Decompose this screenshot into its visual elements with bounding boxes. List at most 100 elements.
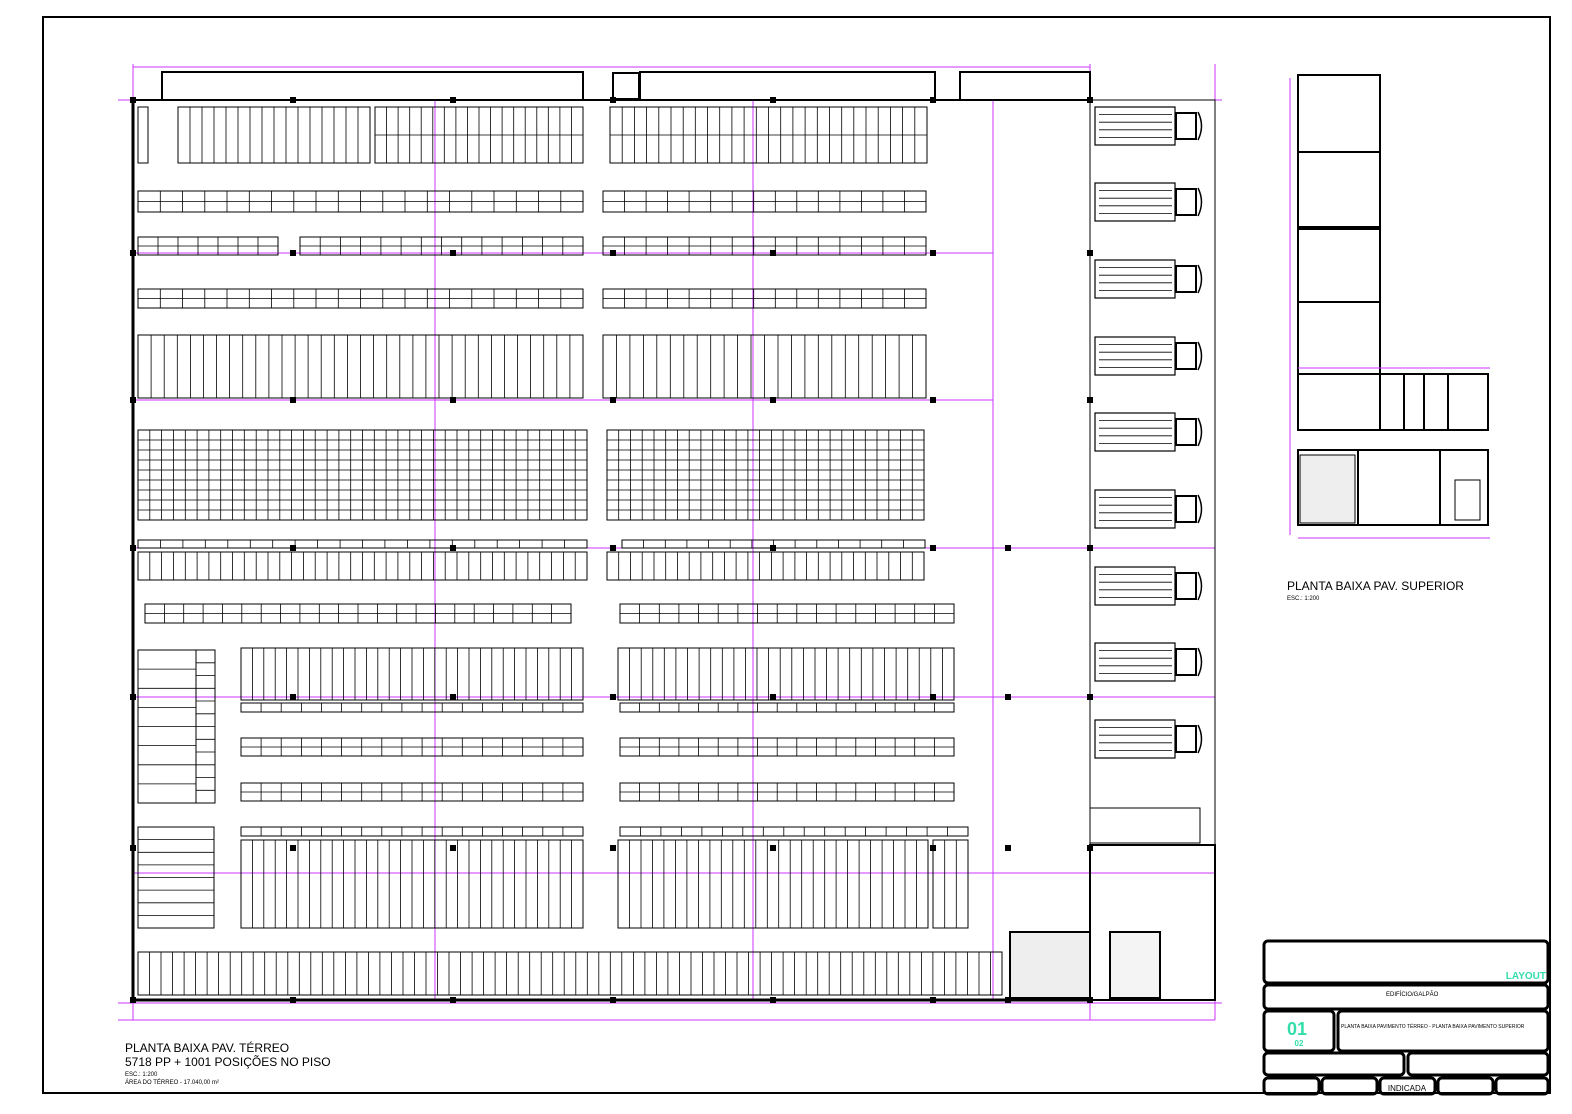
ground-floor-plan [130,71,1216,1003]
rack-row [137,190,584,213]
rack-bay-dividers [616,335,913,398]
ground-floor-subtitle: 5718 PP + 1001 POSIÇÕES NO PISO [125,1054,331,1069]
truck-trailer [1094,719,1176,759]
rack-bay-dividers [607,430,924,520]
structural-column [130,545,136,551]
rack-bay-dividers [252,840,572,928]
restroom-block [1009,931,1091,999]
truck-bumper [1197,341,1203,371]
rack-row [137,334,584,399]
trailer-lines [1099,267,1172,291]
project-name: EDIFÍCIO/GALPÃO [1386,991,1439,998]
rack-bay-dividers [610,107,927,163]
structural-column [1005,694,1011,700]
rack-bay-dividers [138,191,583,212]
structural-column [930,997,936,1003]
rack-row [240,839,584,929]
rack-bay-dividers [138,839,214,916]
ground-floor-scale: ESC.: 1:200 [125,1072,158,1078]
trailer-lines [1099,420,1172,444]
structural-column [1087,545,1093,551]
title-block: LAYOUT EDIFÍCIO/GALPÃO 01 02 PLANTA BAIX… [1262,939,1550,1096]
truck-bumper [1197,571,1203,601]
structural-column [1087,250,1093,256]
dock-door-bay [959,71,1091,100]
rack-bay-dividers [241,783,583,801]
structural-column [1005,997,1011,1003]
restroom-block [1109,931,1161,999]
rack-bay-dividers [603,191,926,212]
structural-column [290,694,296,700]
rack-row [602,288,927,309]
structural-column [130,397,136,403]
rack-row [619,826,969,837]
structural-column [610,845,616,851]
trailer-lines [1099,190,1172,214]
structural-column [1087,694,1093,700]
truck-bumper [1197,264,1203,294]
rack-bay-dividers [196,662,215,791]
dock-door-bay [639,71,936,100]
upper-room [1439,449,1489,526]
truck-at-dock [1094,642,1203,682]
scale-value: INDICADA [1388,1084,1427,1093]
rack-row [137,649,197,804]
truck-bumper [1197,187,1203,217]
truck-at-dock [1094,336,1203,376]
truck-cab [1175,495,1197,523]
sheet-number: 01 [1287,1019,1307,1039]
rack-row [617,839,929,929]
structural-column [450,997,456,1003]
structural-column [1087,97,1093,103]
structural-column [770,845,776,851]
rack-outline [619,702,955,713]
rack-row [932,839,969,929]
rack-outline [619,826,969,837]
truck-at-dock [1094,106,1203,146]
structural-column [1087,997,1093,1003]
structural-column [930,397,936,403]
rack-bay-dividers [189,107,359,163]
rack-bay-dividers [620,738,954,756]
upper-floor-scale: ESC.: 1:200 [1287,596,1320,602]
upper-room [1447,373,1489,431]
rack-outline [606,429,925,521]
truck-trailer [1094,259,1176,299]
structural-column [610,97,616,103]
rack-bay-dividers [138,237,278,255]
rack-bay-dividers [138,668,196,785]
rack-row [374,106,584,164]
structural-column [130,694,136,700]
trailer-lines [1099,344,1172,368]
truck-at-dock [1094,182,1203,222]
rack-bay-dividers [300,237,583,255]
structural-column [1005,545,1011,551]
trailer-lines [1099,574,1172,598]
rack-row [621,539,926,549]
rack-bay-dividers [639,703,935,712]
rack-bay-dividers [138,289,583,308]
structural-column [770,250,776,256]
rack-row [617,647,955,701]
truck-at-dock [1094,489,1203,529]
structural-column [450,250,456,256]
structural-column [610,250,616,256]
rack-row [240,826,584,837]
ground-floor-caption: PLANTA BAIXA PAV. TÉRREO 5718 PP + 1001 … [125,1040,331,1086]
layout-stamp: LAYOUT [1506,971,1546,982]
structural-column [290,997,296,1003]
rack-row [299,236,584,256]
rack-row [137,106,149,164]
structural-column [770,694,776,700]
upper-floor-title: PLANTA BAIXA PAV. SUPERIOR [1287,579,1464,593]
rack-bay-dividers [640,827,948,836]
structural-column [130,250,136,256]
structural-column [770,397,776,403]
rack-row [602,190,927,213]
loading-docks [1094,106,1203,759]
rack-row [619,782,955,802]
rack-row [619,702,955,713]
trailer-lines [1099,727,1172,751]
rack-bay-dividers [149,952,991,995]
structural-column [450,397,456,403]
